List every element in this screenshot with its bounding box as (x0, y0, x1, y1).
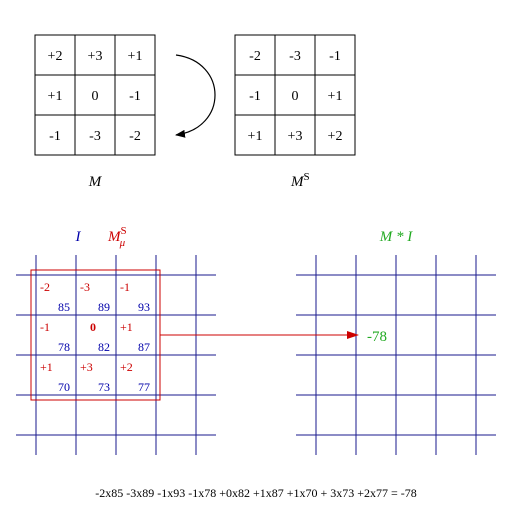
overlay-image-value: 89 (98, 300, 110, 314)
image-grid-left (16, 255, 216, 455)
overlay-kernel-value: -3 (80, 280, 90, 294)
matrix-cell-value: +1 (128, 49, 143, 64)
matrix-m: +2 +3 +1 +1 0 -1 -1 -3 -2 (34, 34, 156, 156)
result-value: -78 (367, 329, 387, 345)
matrix-cell-value: +2 (328, 129, 343, 144)
overlay-image-value: 87 (138, 340, 150, 354)
matrix-cell-value: -3 (289, 49, 301, 64)
overlay-image-value: 70 (58, 380, 70, 394)
equation-text: -2x85 -3x89 -1x93 -1x78 +0x82 +1x87 +1x7… (95, 486, 417, 500)
matrix-cell-value: -2 (129, 129, 141, 144)
overlay-kernel-value: -1 (40, 320, 50, 334)
matrix-cell-value: -2 (249, 49, 261, 64)
label-m: M (88, 174, 103, 190)
label-ms: MS (290, 171, 310, 190)
matrix-cell-value: +1 (248, 129, 263, 144)
overlay-kernel-value: 0 (90, 320, 96, 334)
overlay-image-value: 93 (138, 300, 150, 314)
matrix-cell-value: 0 (292, 89, 299, 104)
matrix-cell-value: +1 (48, 89, 63, 104)
matrix-cell-value: +3 (88, 49, 103, 64)
overlay-image-value: 78 (58, 340, 70, 354)
overlay-kernel-value: -1 (120, 280, 130, 294)
matrix-cell (314, 114, 356, 156)
overlay-kernel-value: +1 (40, 360, 53, 374)
matrix-cell-value: +2 (48, 49, 63, 64)
overlay-kernel-value: +3 (80, 360, 93, 374)
matrix-cell-value: -1 (129, 89, 141, 104)
overlay-values: -2 -3 -1 -1 0 +1 +1 +3 +2 85 89 93 78 82 87 70 73 77 (40, 280, 150, 394)
overlay-image-value: 85 (58, 300, 70, 314)
overlay-image-value: 73 (98, 380, 110, 394)
matrix-cell-value: +1 (328, 89, 343, 104)
label-i: I (75, 229, 82, 245)
matrix-cell-value: -1 (329, 49, 341, 64)
matrix-cell-value: 0 (92, 89, 99, 104)
overlay-image-value: 82 (98, 340, 110, 354)
matrix-cell-value: -1 (49, 129, 61, 144)
overlay-kernel-value: +1 (120, 320, 133, 334)
matrix-cell-value: -1 (249, 89, 261, 104)
overlay-kernel-value: +2 (120, 360, 133, 374)
flip-arrow-icon (175, 54, 216, 138)
image-grid-right (296, 255, 496, 455)
matrix-cell-value: -3 (89, 129, 101, 144)
overlay-image-value: 77 (138, 380, 150, 394)
matrix-ms: -2 -3 -1 -1 0 +1 +1 +3 +2 (234, 34, 356, 156)
label-convolution: M * I (379, 229, 413, 245)
matrix-cell (114, 114, 156, 156)
overlay-kernel-value: -2 (40, 280, 50, 294)
matrix-cell-value: +3 (288, 129, 303, 144)
